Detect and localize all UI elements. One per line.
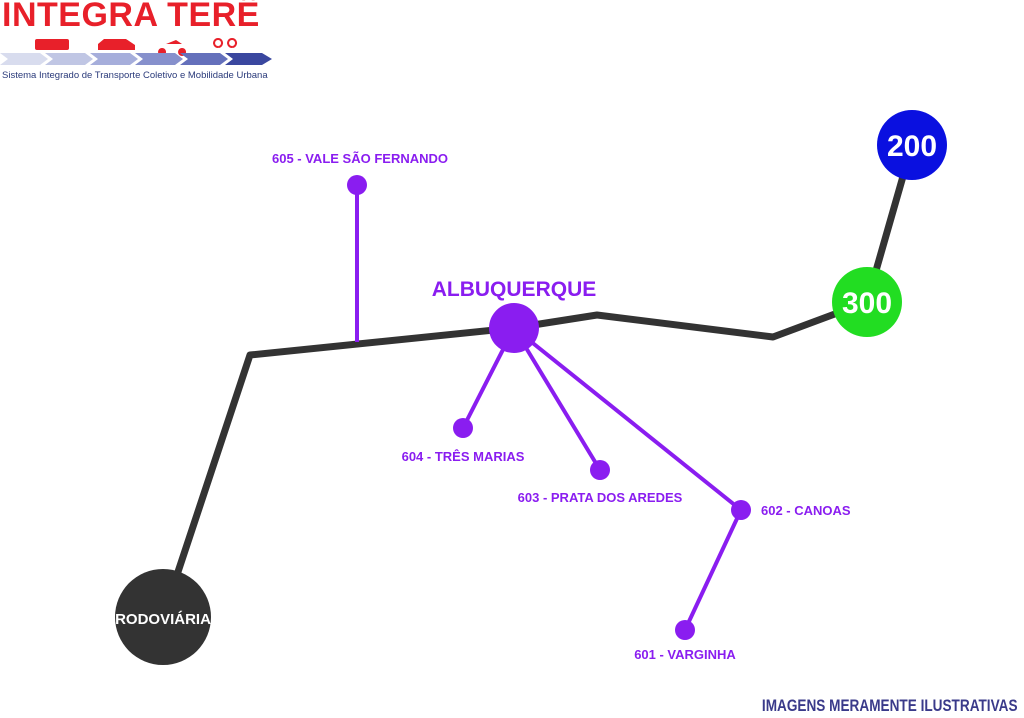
label-605: 605 - VALE SÃO FERNANDO bbox=[272, 151, 448, 166]
logo-graphic bbox=[0, 38, 272, 65]
label-601: 601 - VARGINHA bbox=[634, 647, 736, 662]
branch-line-603 bbox=[512, 326, 602, 472]
stop-605[interactable] bbox=[347, 175, 367, 195]
branch-line-601 bbox=[683, 509, 743, 631]
integra-tere-logo: INTEGRA TERÊ Sistema Integrado de Transp… bbox=[0, 0, 290, 85]
motorcycle-icon bbox=[158, 40, 187, 56]
label-604: 604 - TRÊS MARIAS bbox=[402, 449, 525, 464]
logo-title: INTEGRA TERÊ bbox=[2, 0, 260, 34]
line-200-node[interactable] bbox=[877, 110, 947, 180]
line-300-node[interactable] bbox=[832, 267, 902, 337]
logo-subtitle: Sistema Integrado de Transporte Coletivo… bbox=[2, 70, 268, 81]
label-603: 603 - PRATA DOS AREDES bbox=[518, 490, 683, 505]
stop-603[interactable] bbox=[590, 460, 610, 480]
disclaimer: IMAGENS MERAMENTE ILUSTRATIVAS bbox=[762, 696, 1018, 715]
label-602: 602 - CANOAS bbox=[761, 503, 851, 518]
bicycle-icon bbox=[213, 38, 238, 48]
line-200-label: 200 bbox=[887, 130, 937, 163]
albuquerque-hub[interactable] bbox=[489, 303, 539, 353]
branch-lines bbox=[355, 185, 743, 631]
stop-601[interactable] bbox=[675, 620, 695, 640]
car-icon bbox=[98, 39, 135, 50]
branch-line-602 bbox=[512, 326, 743, 512]
albuquerque-label: ALBUQUERQUE bbox=[432, 278, 597, 301]
stop-602[interactable] bbox=[731, 500, 751, 520]
chevron-arrows bbox=[0, 53, 272, 65]
line-300-label: 300 bbox=[842, 287, 892, 320]
trunk-line bbox=[159, 298, 869, 619]
stop-604[interactable] bbox=[453, 418, 473, 438]
bus-icon bbox=[35, 39, 69, 50]
rodoviaria-node[interactable] bbox=[115, 569, 211, 665]
rodoviaria-label: RODOVIÁRIA bbox=[115, 611, 211, 628]
